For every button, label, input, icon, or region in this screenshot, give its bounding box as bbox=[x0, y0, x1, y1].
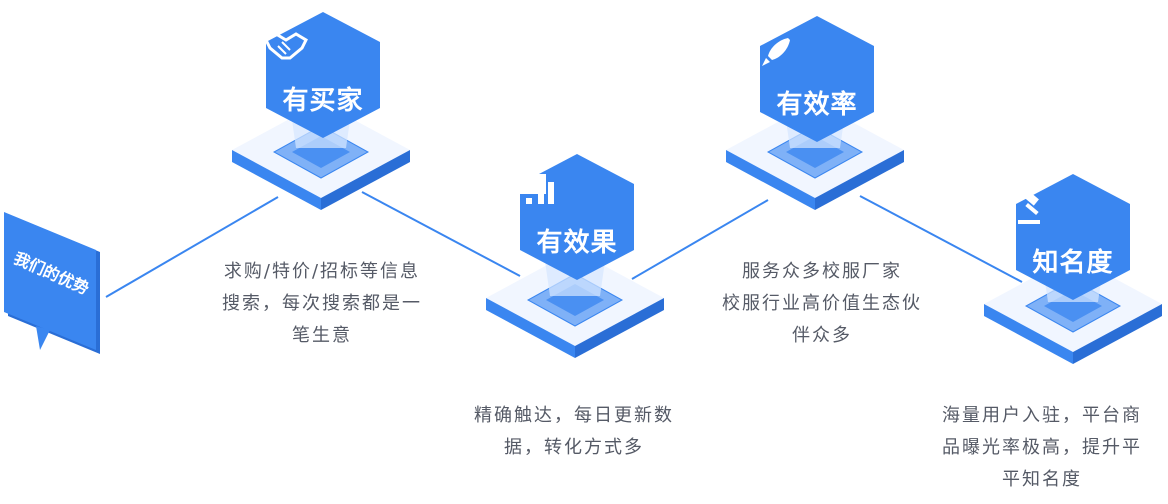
desc-line: 精确触达，每日更新数 bbox=[474, 405, 674, 426]
desc-line: 求购/特价/招标等信息 bbox=[223, 261, 421, 282]
node-title-1: 有买家 bbox=[282, 86, 364, 116]
handshake-icon bbox=[264, 30, 382, 70]
node-badge-3: 有效率 bbox=[758, 14, 876, 144]
rocket-icon bbox=[758, 34, 876, 74]
desc-line: 平知名度 bbox=[1002, 469, 1082, 490]
desc-line: 品曝光率极高，提升平 bbox=[942, 437, 1142, 458]
bar-chart-icon bbox=[518, 172, 636, 212]
node-desc-3: 服务众多校服厂家 校服行业高价值生态伙 伴众多 bbox=[696, 256, 948, 352]
node-desc-4: 海量用户入驻，平台商 品曝光率极高，提升平 平知名度 bbox=[916, 400, 1168, 496]
node-title-3: 有效率 bbox=[776, 90, 858, 120]
connector-line bbox=[361, 191, 521, 277]
connector-line bbox=[859, 195, 1023, 283]
desc-line: 校服行业高价值生态伙 bbox=[722, 293, 922, 314]
platform-1 bbox=[228, 92, 414, 212]
node-title-2: 有效果 bbox=[536, 228, 618, 258]
desc-line: 伴众多 bbox=[792, 325, 852, 346]
desc-line: 海量用户入驻，平台商 bbox=[942, 405, 1142, 426]
desc-line: 据，转化方式多 bbox=[504, 437, 644, 458]
platform-2 bbox=[482, 240, 668, 380]
node-desc-1: 求购/特价/招标等信息 搜索，每次搜索都是一 笔生意 bbox=[196, 256, 448, 352]
node-badge-1: 有买家 bbox=[264, 10, 382, 140]
platform-4 bbox=[980, 246, 1166, 376]
node-badge-2: 有效果 bbox=[518, 152, 636, 282]
desc-line: 服务众多校服厂家 bbox=[742, 261, 902, 282]
connector-line bbox=[105, 196, 279, 298]
node-title-4: 知名度 bbox=[1032, 248, 1114, 278]
desc-line: 搜索，每次搜索都是一 bbox=[222, 293, 422, 314]
gavel-icon bbox=[1014, 192, 1132, 232]
node-badge-4: 知名度 bbox=[1014, 172, 1132, 302]
advantages-tag: 我们的优势 bbox=[0, 200, 110, 370]
connector-line bbox=[631, 199, 769, 280]
node-desc-2: 精确触达，每日更新数 据，转化方式多 bbox=[448, 400, 700, 464]
desc-line: 笔生意 bbox=[292, 325, 352, 346]
